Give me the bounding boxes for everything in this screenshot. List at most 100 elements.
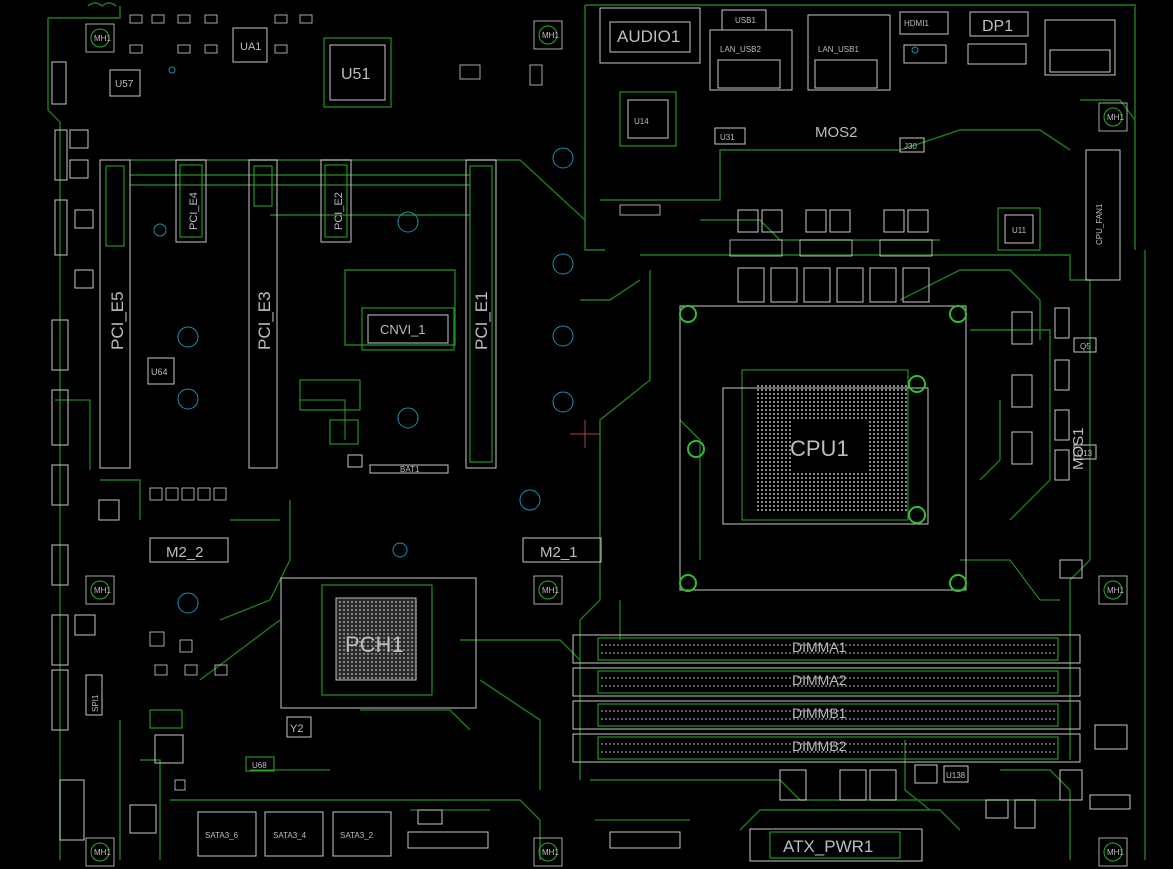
mounting-holes	[153, 46, 919, 614]
svg-text:SATA3_6: SATA3_6	[205, 831, 239, 840]
svg-text:DP1: DP1	[982, 18, 1013, 35]
svg-text:AUDIO1: AUDIO1	[617, 27, 680, 46]
svg-text:U51: U51	[341, 66, 370, 83]
svg-text:Q5: Q5	[1080, 342, 1091, 351]
svg-text:U68: U68	[252, 761, 267, 770]
svg-text:DIMMB1: DIMMB1	[792, 705, 847, 721]
slot-m2-1: M2_1	[522, 537, 602, 563]
svg-text:Y2: Y2	[290, 723, 303, 735]
svg-text:DIMMA2: DIMMA2	[792, 672, 847, 688]
connector-sata2: SATA3_2	[332, 811, 392, 857]
svg-text:PCI_E1: PCI_E1	[472, 291, 491, 350]
svg-text:MH1: MH1	[94, 848, 111, 857]
svg-text:MOS2: MOS2	[815, 124, 858, 141]
svg-text:U31: U31	[720, 133, 735, 142]
lower-left-components	[59, 709, 681, 849]
crystal-y2: Y2	[286, 716, 312, 738]
svg-text:U138: U138	[946, 771, 966, 780]
slot-pcie4: PCI_E4	[175, 159, 207, 243]
svg-text:BAT1: BAT1	[400, 465, 420, 474]
lower-right-components	[779, 559, 1131, 829]
chip-ua1: UA1	[232, 27, 268, 63]
dimm-b1: DIMMB1	[572, 700, 1081, 730]
connector-usb-stack	[1044, 19, 1116, 76]
svg-text:MH1: MH1	[1107, 586, 1124, 595]
chip-u14: U14	[619, 91, 677, 147]
svg-text:MH1: MH1	[542, 31, 559, 40]
slot-pcie2: PCI_E2	[320, 159, 352, 243]
dimm-a1: DIMMA1	[572, 634, 1081, 664]
svg-text:LAN_USB1: LAN_USB1	[818, 45, 859, 54]
svg-text:DIMMA1: DIMMA1	[792, 639, 847, 655]
chip-u57: U57	[109, 69, 141, 97]
connector-atx: ATX_PWR1	[749, 828, 923, 862]
module-cnvi: CNVI_1	[361, 307, 455, 351]
connector-lan-usb2: LAN_USB2	[709, 29, 793, 91]
cross-marker	[570, 420, 600, 448]
header-cpu-fan: CPU_FAN1	[1085, 149, 1121, 281]
connector-audio: AUDIO1	[599, 7, 701, 64]
battery-bat1: BAT1	[369, 464, 449, 474]
svg-text:U14: U14	[634, 117, 649, 126]
top-left-pads	[51, 14, 543, 731]
dimm-a2: DIMMA2	[572, 667, 1081, 697]
slot-pcie3: PCI_E3	[248, 159, 278, 469]
label-mos2: MOS2	[815, 124, 858, 141]
svg-text:SATA3_2: SATA3_2	[340, 831, 374, 840]
chip-u138: U138	[943, 765, 969, 783]
svg-text:DIMMB2: DIMMB2	[792, 738, 847, 754]
slot-m2-2: M2_2	[149, 537, 229, 563]
chip-u11: U11	[997, 207, 1041, 251]
svg-text:U11: U11	[1012, 226, 1027, 235]
svg-text:MH1: MH1	[1107, 113, 1124, 122]
header-spi: SPI1	[85, 674, 103, 716]
svg-text:M2_2: M2_2	[166, 544, 204, 561]
mh-mount-pads: MH1 MH1 MH1 MH1 MH1 MH1 MH1 MH1 MH1	[85, 20, 1128, 867]
slot-pcie1: PCI_E1	[465, 159, 497, 469]
svg-text:PCH1: PCH1	[345, 632, 404, 657]
connector-lan-usb1: LAN_USB1	[807, 14, 891, 91]
svg-text:U57: U57	[115, 79, 134, 90]
connector-dp: DP1	[967, 11, 1029, 65]
mh-label: MH1	[94, 34, 111, 43]
svg-text:CNVI_1: CNVI_1	[380, 322, 426, 337]
svg-text:MH1: MH1	[94, 586, 111, 595]
svg-text:USB1: USB1	[735, 16, 756, 25]
cpu-socket: CPU1	[679, 305, 967, 592]
svg-text:U64: U64	[151, 367, 168, 377]
mosfet-q13: Q13	[1073, 444, 1097, 460]
svg-text:PCI_E2: PCI_E2	[333, 192, 345, 230]
svg-text:MH1: MH1	[542, 586, 559, 595]
svg-text:PCI_E4: PCI_E4	[188, 192, 200, 230]
svg-text:CPU_FAN1: CPU_FAN1	[1095, 203, 1104, 245]
connector-hdmi: HDMI1	[899, 11, 949, 64]
svg-text:PCI_E3: PCI_E3	[255, 291, 274, 350]
dimm-b2: DIMMB2	[572, 733, 1081, 763]
svg-text:SATA3_4: SATA3_4	[273, 831, 307, 840]
svg-text:SPI1: SPI1	[91, 694, 100, 712]
connector-sata6: SATA3_6	[197, 811, 257, 857]
svg-text:HDMI1: HDMI1	[904, 19, 929, 28]
chip-u68: U68	[245, 756, 275, 772]
connector-sata4: SATA3_4	[264, 811, 324, 857]
misc-pads-left	[149, 379, 363, 676]
dimm-slots: DIMMA1 DIMMA2 DIMMB1 DIMMB2	[572, 634, 1081, 763]
svg-text:UA1: UA1	[240, 41, 261, 53]
svg-text:MH1: MH1	[1107, 848, 1124, 857]
mosfet-q5: Q5	[1073, 337, 1097, 353]
chip-u31: U31	[714, 127, 746, 145]
header-j30: J30	[899, 137, 925, 153]
chip-u51: U51	[323, 37, 392, 108]
svg-text:MH1: MH1	[542, 848, 559, 857]
svg-text:ATX_PWR1: ATX_PWR1	[783, 837, 873, 856]
chip-pch: PCH1	[280, 577, 477, 709]
slot-pcie5: PCI_E5	[99, 159, 131, 469]
svg-text:PCI_E5: PCI_E5	[108, 291, 127, 350]
vrm-components	[619, 204, 1070, 481]
chip-u64: U64	[147, 357, 175, 385]
svg-text:LAN_USB2: LAN_USB2	[720, 45, 761, 54]
svg-text:Q13: Q13	[1077, 449, 1093, 458]
svg-text:CPU1: CPU1	[790, 436, 849, 461]
svg-text:J30: J30	[904, 142, 917, 151]
